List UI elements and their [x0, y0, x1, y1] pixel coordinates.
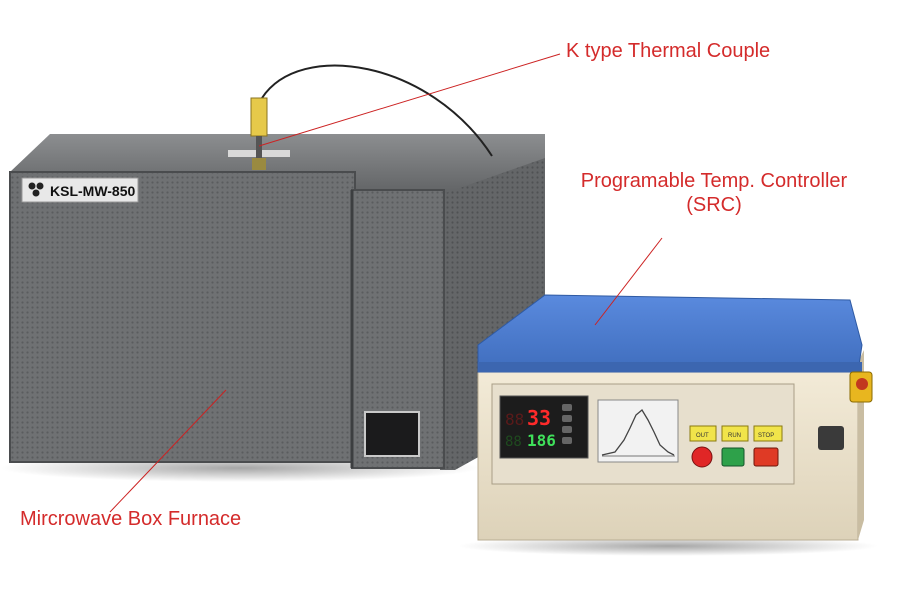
- programmable-temperature-controller: 33 186 88 88 OUT RUN STOP: [477, 294, 873, 541]
- run-button[interactable]: [721, 447, 745, 467]
- model-badge: [21, 177, 139, 203]
- controller-callout-line2: (SRC): [686, 194, 742, 216]
- sv-display: 186: [527, 431, 556, 450]
- profile-curve-icon: [601, 409, 675, 456]
- furnace-vent: [364, 411, 420, 457]
- controller-leader: [594, 237, 663, 326]
- controller-shadow: [458, 536, 878, 556]
- stop-indicator[interactable]: [753, 425, 783, 442]
- temperature-profile-window: [597, 399, 679, 463]
- svg-text:88: 88: [505, 410, 524, 429]
- furnace-leader: [109, 389, 227, 513]
- furnace-front-panel: [10, 172, 355, 462]
- furnace-callout: Mircrowave Box Furnace: [20, 508, 242, 530]
- k-type-thermocouple: [250, 64, 493, 170]
- run-indicator[interactable]: [721, 425, 749, 442]
- thermocouple-callout: K type Thermal Couple: [566, 40, 771, 62]
- svg-text:88: 88: [505, 434, 522, 450]
- svg-text:RUN: RUN: [728, 433, 741, 439]
- thermocouple-leader: [258, 53, 561, 147]
- stop-button[interactable]: [753, 447, 779, 467]
- svg-text:OUT: OUT: [696, 433, 709, 439]
- pv-display: 33: [527, 406, 551, 430]
- side-connector: [818, 426, 844, 450]
- out-button[interactable]: [691, 446, 713, 468]
- thermocouple-connector: [250, 97, 268, 137]
- model-label: KSL-MW-850: [50, 183, 135, 199]
- svg-text:STOP: STOP: [758, 433, 774, 439]
- controller-lid: [477, 294, 863, 373]
- out-indicator[interactable]: [689, 425, 717, 442]
- controller-callout: Programable Temp. Controller (SRC): [566, 169, 862, 217]
- pid-display-module: [499, 395, 589, 459]
- controller-callout-line1: Programable Temp. Controller: [580, 170, 848, 192]
- microwave-box-furnace: KSL-MW-850: [9, 134, 545, 470]
